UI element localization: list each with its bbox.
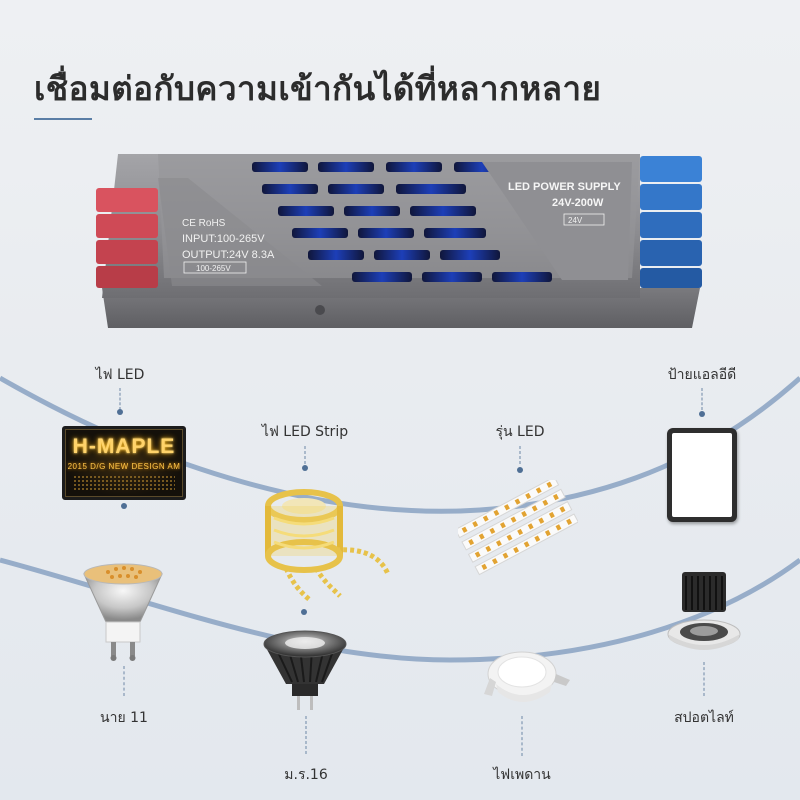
connector-dot: [699, 411, 705, 417]
panel-title: LED POWER SUPPLY: [508, 181, 621, 193]
label-led-sign: ป้ายแอลอีดี: [667, 367, 737, 383]
input-tag: 100-265V: [196, 264, 231, 273]
connector-dot: [517, 467, 523, 473]
input-spec: INPUT:100-265V: [182, 233, 265, 245]
page-title: เชื่อมต่อกับความเข้ากันได้ที่หลากหลาย: [34, 69, 602, 108]
sign-subtitle-text: 2015 D/G NEW DESIGN AM: [67, 462, 181, 471]
led-strip-reel-icon: [265, 489, 391, 602]
label-led-strip: ไฟ LED Strip: [261, 424, 349, 440]
label-led-light: ไฟ LED: [95, 367, 145, 383]
label-downlight: ไฟเพดาน: [493, 767, 551, 783]
panel-voltage: 24V: [568, 216, 583, 225]
led-power-supply: CE RoHS INPUT:100-265V OUTPUT:24V 8.3A 1…: [96, 154, 702, 328]
connector-stem: [305, 716, 307, 754]
connector-dot: [117, 409, 123, 415]
connector-stem: [123, 666, 125, 696]
cert-label: CE RoHS: [182, 218, 226, 229]
label-gu10: นาย 11: [100, 710, 148, 726]
label-spotlight: สปอตไลท์: [674, 710, 734, 726]
red-terminal-block: [96, 188, 158, 288]
label-mr16: ม.ร.16: [284, 767, 328, 783]
panel-model: 24V-200W: [552, 197, 604, 209]
connector-stem: [519, 446, 521, 464]
blue-terminal-block: [640, 156, 702, 288]
tablet-display-icon: [667, 428, 737, 522]
label-led-module: รุ่น LED: [495, 424, 545, 440]
connector-stem: [304, 446, 306, 464]
connector-stem: [703, 662, 705, 696]
downlight-icon: [484, 651, 570, 702]
connector-stem: [521, 716, 523, 756]
mr16-bulb-icon: [263, 630, 347, 710]
sign-brand-text: H-MAPLE: [72, 435, 176, 458]
led-module-strips-icon: [458, 480, 578, 576]
title-underline: [34, 118, 92, 120]
led-sign-board: H-MAPLE 2015 D/G NEW DESIGN AM: [62, 426, 186, 500]
connector-stem: [701, 388, 703, 410]
output-spec: OUTPUT:24V 8.3A: [182, 249, 275, 261]
connector-stem: [119, 388, 121, 410]
connector-dot: [302, 465, 308, 471]
connector-dot: [121, 503, 127, 509]
connector-dot: [301, 609, 307, 615]
gu10-bulb-icon: [83, 563, 163, 661]
spotlight-icon: [667, 572, 741, 650]
